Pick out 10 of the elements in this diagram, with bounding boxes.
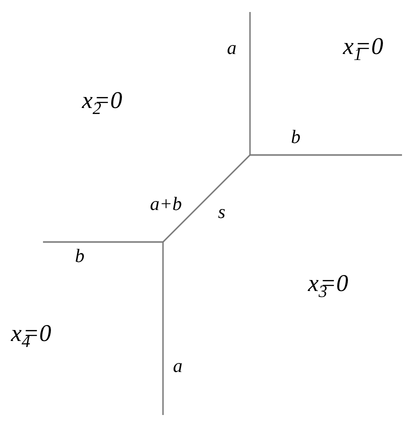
region-label: x$_{2}$=0 [82,89,122,113]
segment-label: a [173,357,182,376]
segment-label: b [291,128,300,147]
region-label: x$_{1}$=0 [343,35,384,59]
region-label: x$_{3}$=0 [308,272,348,296]
segment-label: a [227,39,236,58]
region-label: x$_{4}$=0 [11,322,52,346]
segment-label: b [75,247,84,266]
segment-label: s [218,203,226,222]
segment-label: a+b [150,195,182,214]
